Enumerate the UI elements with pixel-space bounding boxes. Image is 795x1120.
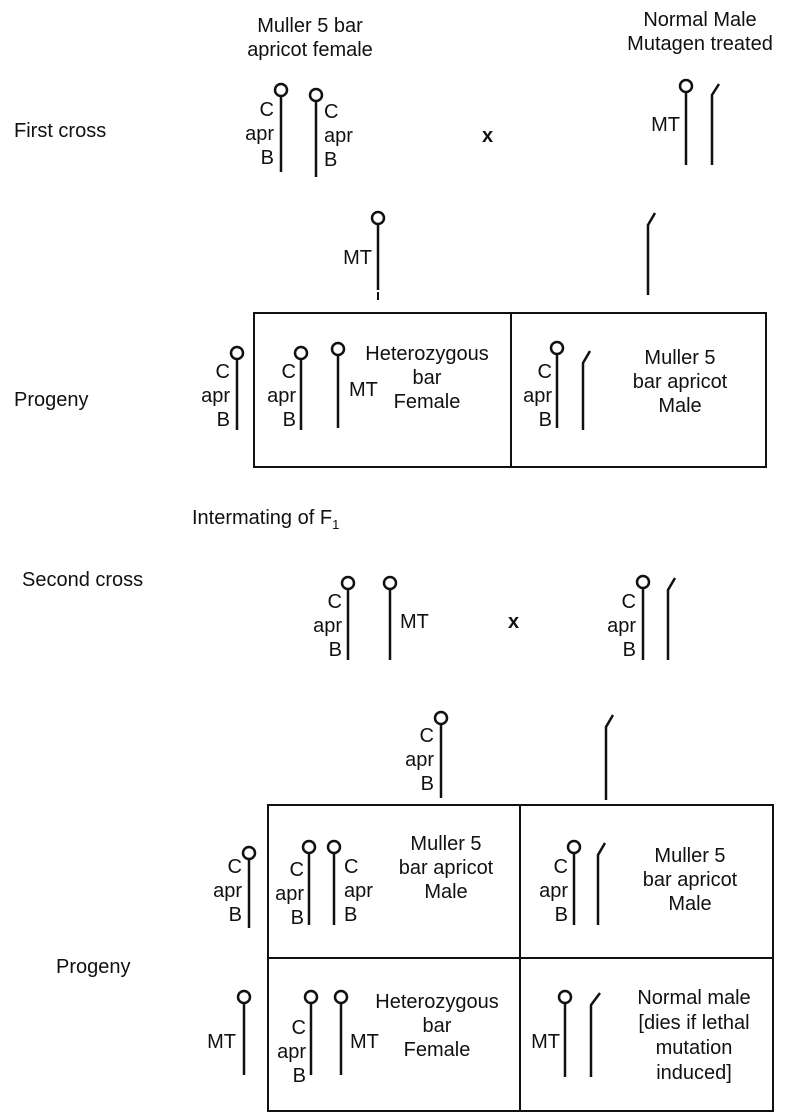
gene-labels: C apr B	[324, 100, 353, 172]
gene-labels: C apr B	[288, 590, 342, 662]
x-chromosome-centromere	[637, 576, 649, 588]
cross-symbol: x	[508, 610, 519, 634]
mutagen-label: MT	[400, 610, 429, 634]
gene-labels: C apr B	[512, 360, 552, 432]
male-parent-label: Normal Male Mutagen treated	[608, 8, 792, 56]
cross-symbol: x	[482, 124, 493, 148]
gene-labels: C apr B	[344, 855, 373, 927]
progeny-label: Heterozygous bar Female	[344, 342, 510, 414]
x-chromosome-centromere	[303, 841, 315, 853]
row-label-progeny: Progeny	[56, 955, 131, 979]
gene-labels: C apr B	[582, 590, 636, 662]
progeny-label: Muller 5 bar apricot Male	[600, 346, 760, 418]
x-chromosome-centromere	[238, 991, 250, 1003]
y-chromosome	[648, 213, 655, 295]
x-chromosome-centromere	[332, 343, 344, 355]
x-chromosome-centromere	[295, 347, 307, 359]
gene-labels: C apr B	[220, 98, 274, 170]
mutagen-label: MT	[180, 1030, 236, 1054]
x-chromosome-centromere	[328, 841, 340, 853]
gene-labels: C apr B	[380, 724, 434, 796]
gene-labels: C apr B	[186, 855, 242, 927]
x-chromosome-centromere	[231, 347, 243, 359]
progeny-label: Normal male [dies if lethal mutation ind…	[614, 986, 774, 1086]
row-label-progeny: Progeny	[14, 388, 89, 412]
mutagen-label: MT	[630, 113, 680, 137]
female-parent-label: Muller 5 bar apricot female	[220, 14, 400, 62]
mutagen-label: MT	[522, 1030, 560, 1054]
row-label-second-cross: Second cross	[22, 568, 143, 592]
x-chromosome-centromere	[559, 991, 571, 1003]
x-chromosome-centromere	[342, 577, 354, 589]
x-chromosome-centromere	[551, 342, 563, 354]
y-chromosome	[606, 715, 613, 800]
x-chromosome-centromere	[435, 712, 447, 724]
y-chromosome	[668, 578, 675, 660]
x-chromosome-centromere	[243, 847, 255, 859]
x-chromosome-centromere	[335, 991, 347, 1003]
x-chromosome-centromere	[310, 89, 322, 101]
progeny-label: Heterozygous bar Female	[356, 990, 518, 1062]
gene-labels: C apr B	[256, 360, 296, 432]
intermating-label: Intermating of F1	[192, 506, 339, 537]
gene-labels: C apr B	[174, 360, 230, 432]
y-chromosome	[591, 993, 600, 1077]
gene-labels: C apr B	[268, 1016, 306, 1088]
progeny-label: Muller 5 bar apricot Male	[376, 832, 516, 904]
x-chromosome-centromere	[384, 577, 396, 589]
x-chromosome-centromere	[568, 841, 580, 853]
y-chromosome	[598, 843, 605, 925]
x-chromosome-centromere	[275, 84, 287, 96]
x-chromosome-centromere	[305, 991, 317, 1003]
x-chromosome-centromere	[680, 80, 692, 92]
gene-labels: C apr B	[268, 858, 304, 930]
mutagen-label: MT	[320, 246, 372, 270]
y-chromosome	[583, 351, 590, 430]
progeny-label: Muller 5 bar apricot Male	[612, 844, 768, 916]
x-chromosome-centromere	[372, 212, 384, 224]
gene-labels: C apr B	[522, 855, 568, 927]
row-label-first-cross: First cross	[14, 119, 106, 143]
y-chromosome	[712, 84, 719, 165]
